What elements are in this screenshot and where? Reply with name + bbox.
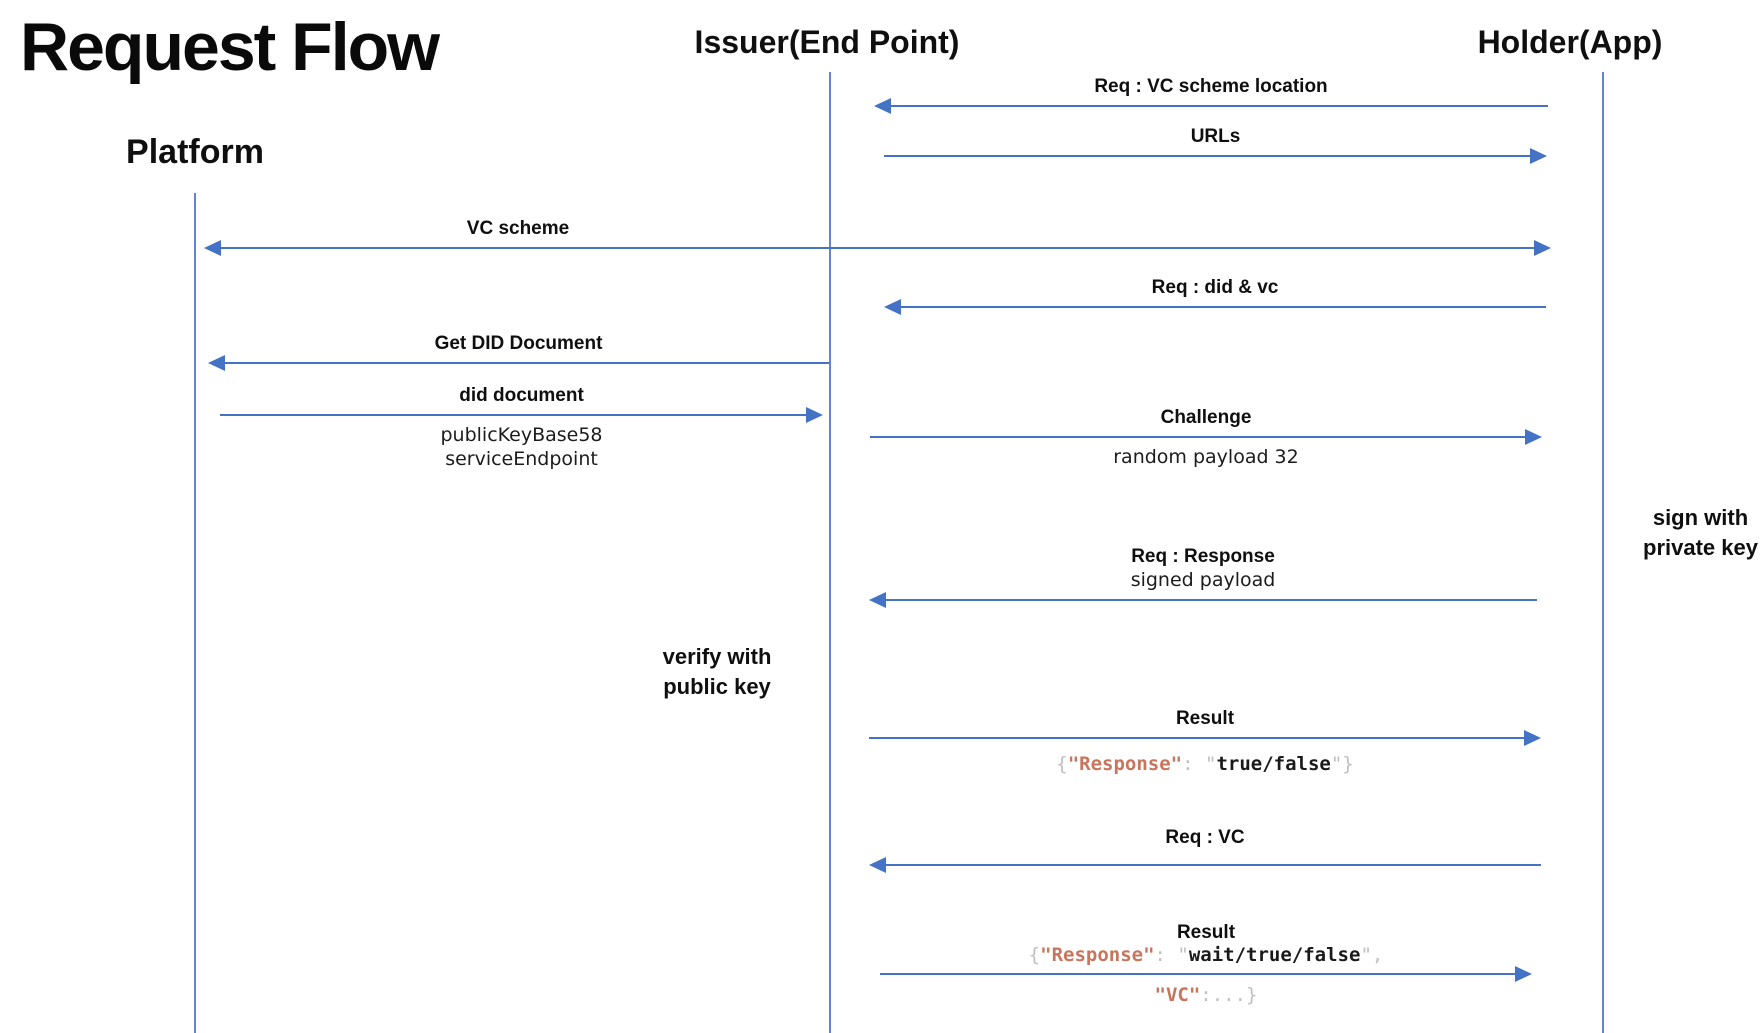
- message-label: URLs: [1190, 126, 1241, 147]
- code-key: "Response": [1040, 944, 1155, 966]
- note-sign-with-private-key: sign with private key: [1618, 503, 1763, 563]
- code-brace: "}: [1330, 753, 1354, 775]
- arrow-line: [883, 599, 1537, 601]
- message-arrow: [884, 299, 1546, 315]
- code-key: "Response": [1067, 753, 1183, 775]
- actor-issuer-label: Issuer(End Point): [694, 24, 960, 60]
- message-arrow: [870, 429, 1542, 445]
- message-arrow: [884, 148, 1547, 164]
- json-code: {"Response": "true/false"}: [869, 753, 1541, 775]
- message-req-did-vc: Req : did & vc: [884, 277, 1546, 315]
- arrowhead-left-icon: [869, 857, 886, 873]
- note-line: verify with: [662, 644, 772, 669]
- message-result-vc: Result {"Response": "wait/true/false", "…: [880, 922, 1532, 1006]
- code-punct: : ": [1154, 944, 1189, 966]
- arrowhead-right-icon: [1515, 966, 1532, 982]
- message-arrow: [208, 355, 829, 371]
- arrow-line: [870, 436, 1528, 438]
- message-urls: URLs: [884, 126, 1547, 164]
- arrow-line: [884, 155, 1533, 157]
- actor-platform-label: Platform: [126, 133, 264, 171]
- arrowhead-right-icon: [1530, 148, 1547, 164]
- note-line: private key: [1643, 535, 1758, 560]
- holder-lifeline: [1602, 72, 1604, 1033]
- arrow-line: [222, 362, 829, 364]
- message-label: did document: [459, 385, 584, 406]
- message-req-response: Req : Response signed payload: [869, 546, 1537, 608]
- code-punct: : ": [1182, 753, 1217, 775]
- message-arrow: [869, 857, 1541, 873]
- arrow-line: [220, 414, 809, 416]
- message-challenge: Challenge random payload 32: [870, 407, 1542, 469]
- arrowhead-right-icon: [1525, 429, 1542, 445]
- json-code: {"Response": "wait/true/false",: [880, 944, 1532, 966]
- arrowhead-left-icon: [884, 299, 901, 315]
- message-arrow: [204, 240, 1551, 256]
- arrow-line: [898, 306, 1546, 308]
- message-result-response: Result {"Response": "true/false"}: [869, 708, 1541, 775]
- code-key: "VC": [1154, 984, 1201, 1006]
- message-label: Req : VC: [1165, 827, 1245, 848]
- arrowhead-left-icon: [204, 240, 221, 256]
- page-title: Request Flow: [20, 9, 440, 85]
- arrow-line: [880, 973, 1518, 975]
- arrowhead-left-icon: [874, 98, 891, 114]
- message-sublabel: publicKeyBase58: [440, 424, 603, 446]
- note-verify-with-public-key: verify with public key: [617, 642, 817, 702]
- arrowhead-left-icon: [869, 592, 886, 608]
- message-label: Result: [1175, 708, 1235, 729]
- code-brace: {: [1028, 944, 1041, 966]
- message-did-document: did document publicKeyBase58 serviceEndp…: [220, 385, 823, 471]
- code-value: true/false: [1216, 753, 1331, 775]
- message-arrow: [880, 966, 1532, 982]
- arrow-line: [883, 864, 1541, 866]
- arrow-line: [888, 105, 1548, 107]
- message-get-did-document: Get DID Document: [208, 333, 829, 371]
- message-label: Get DID Document: [434, 333, 603, 354]
- message-sublabel: signed payload: [1130, 569, 1276, 591]
- message-arrow: [869, 730, 1541, 746]
- message-label: Result: [1176, 922, 1236, 943]
- message-arrow: [869, 592, 1537, 608]
- message-arrow: [220, 407, 823, 423]
- arrow-line: [218, 247, 1537, 249]
- note-line: public key: [663, 674, 771, 699]
- arrow-line: [869, 737, 1527, 739]
- message-label: Req : Response: [1131, 546, 1275, 567]
- message-label: Challenge: [1160, 407, 1252, 428]
- arrowhead-left-icon: [208, 355, 225, 371]
- arrowhead-right-icon: [1534, 240, 1551, 256]
- message-req-vc-scheme-location: Req : VC scheme location: [874, 76, 1548, 114]
- code-value: wait/true/false: [1188, 944, 1361, 966]
- arrowhead-right-icon: [806, 407, 823, 423]
- message-req-vc: Req : VC: [869, 827, 1541, 873]
- actor-holder-label: Holder(App): [1477, 24, 1663, 60]
- platform-lifeline: [194, 193, 196, 1033]
- code-brace: {: [1056, 753, 1068, 775]
- code-punct: :...}: [1200, 984, 1258, 1006]
- message-arrow: [874, 98, 1548, 114]
- json-code: "VC":...}: [880, 984, 1532, 1006]
- message-label: Req : VC scheme location: [1094, 76, 1328, 97]
- code-punct: ",: [1360, 944, 1384, 966]
- issuer-lifeline: [829, 72, 831, 1033]
- message-sublabel: random payload 32: [1113, 446, 1299, 468]
- message-sublabel: serviceEndpoint: [445, 448, 598, 470]
- message-label: Req : did & vc: [1151, 277, 1279, 298]
- arrowhead-right-icon: [1524, 730, 1541, 746]
- message-vc-scheme: VC scheme: [204, 218, 1551, 256]
- message-label: VC scheme: [466, 218, 570, 239]
- note-line: sign with: [1652, 505, 1749, 530]
